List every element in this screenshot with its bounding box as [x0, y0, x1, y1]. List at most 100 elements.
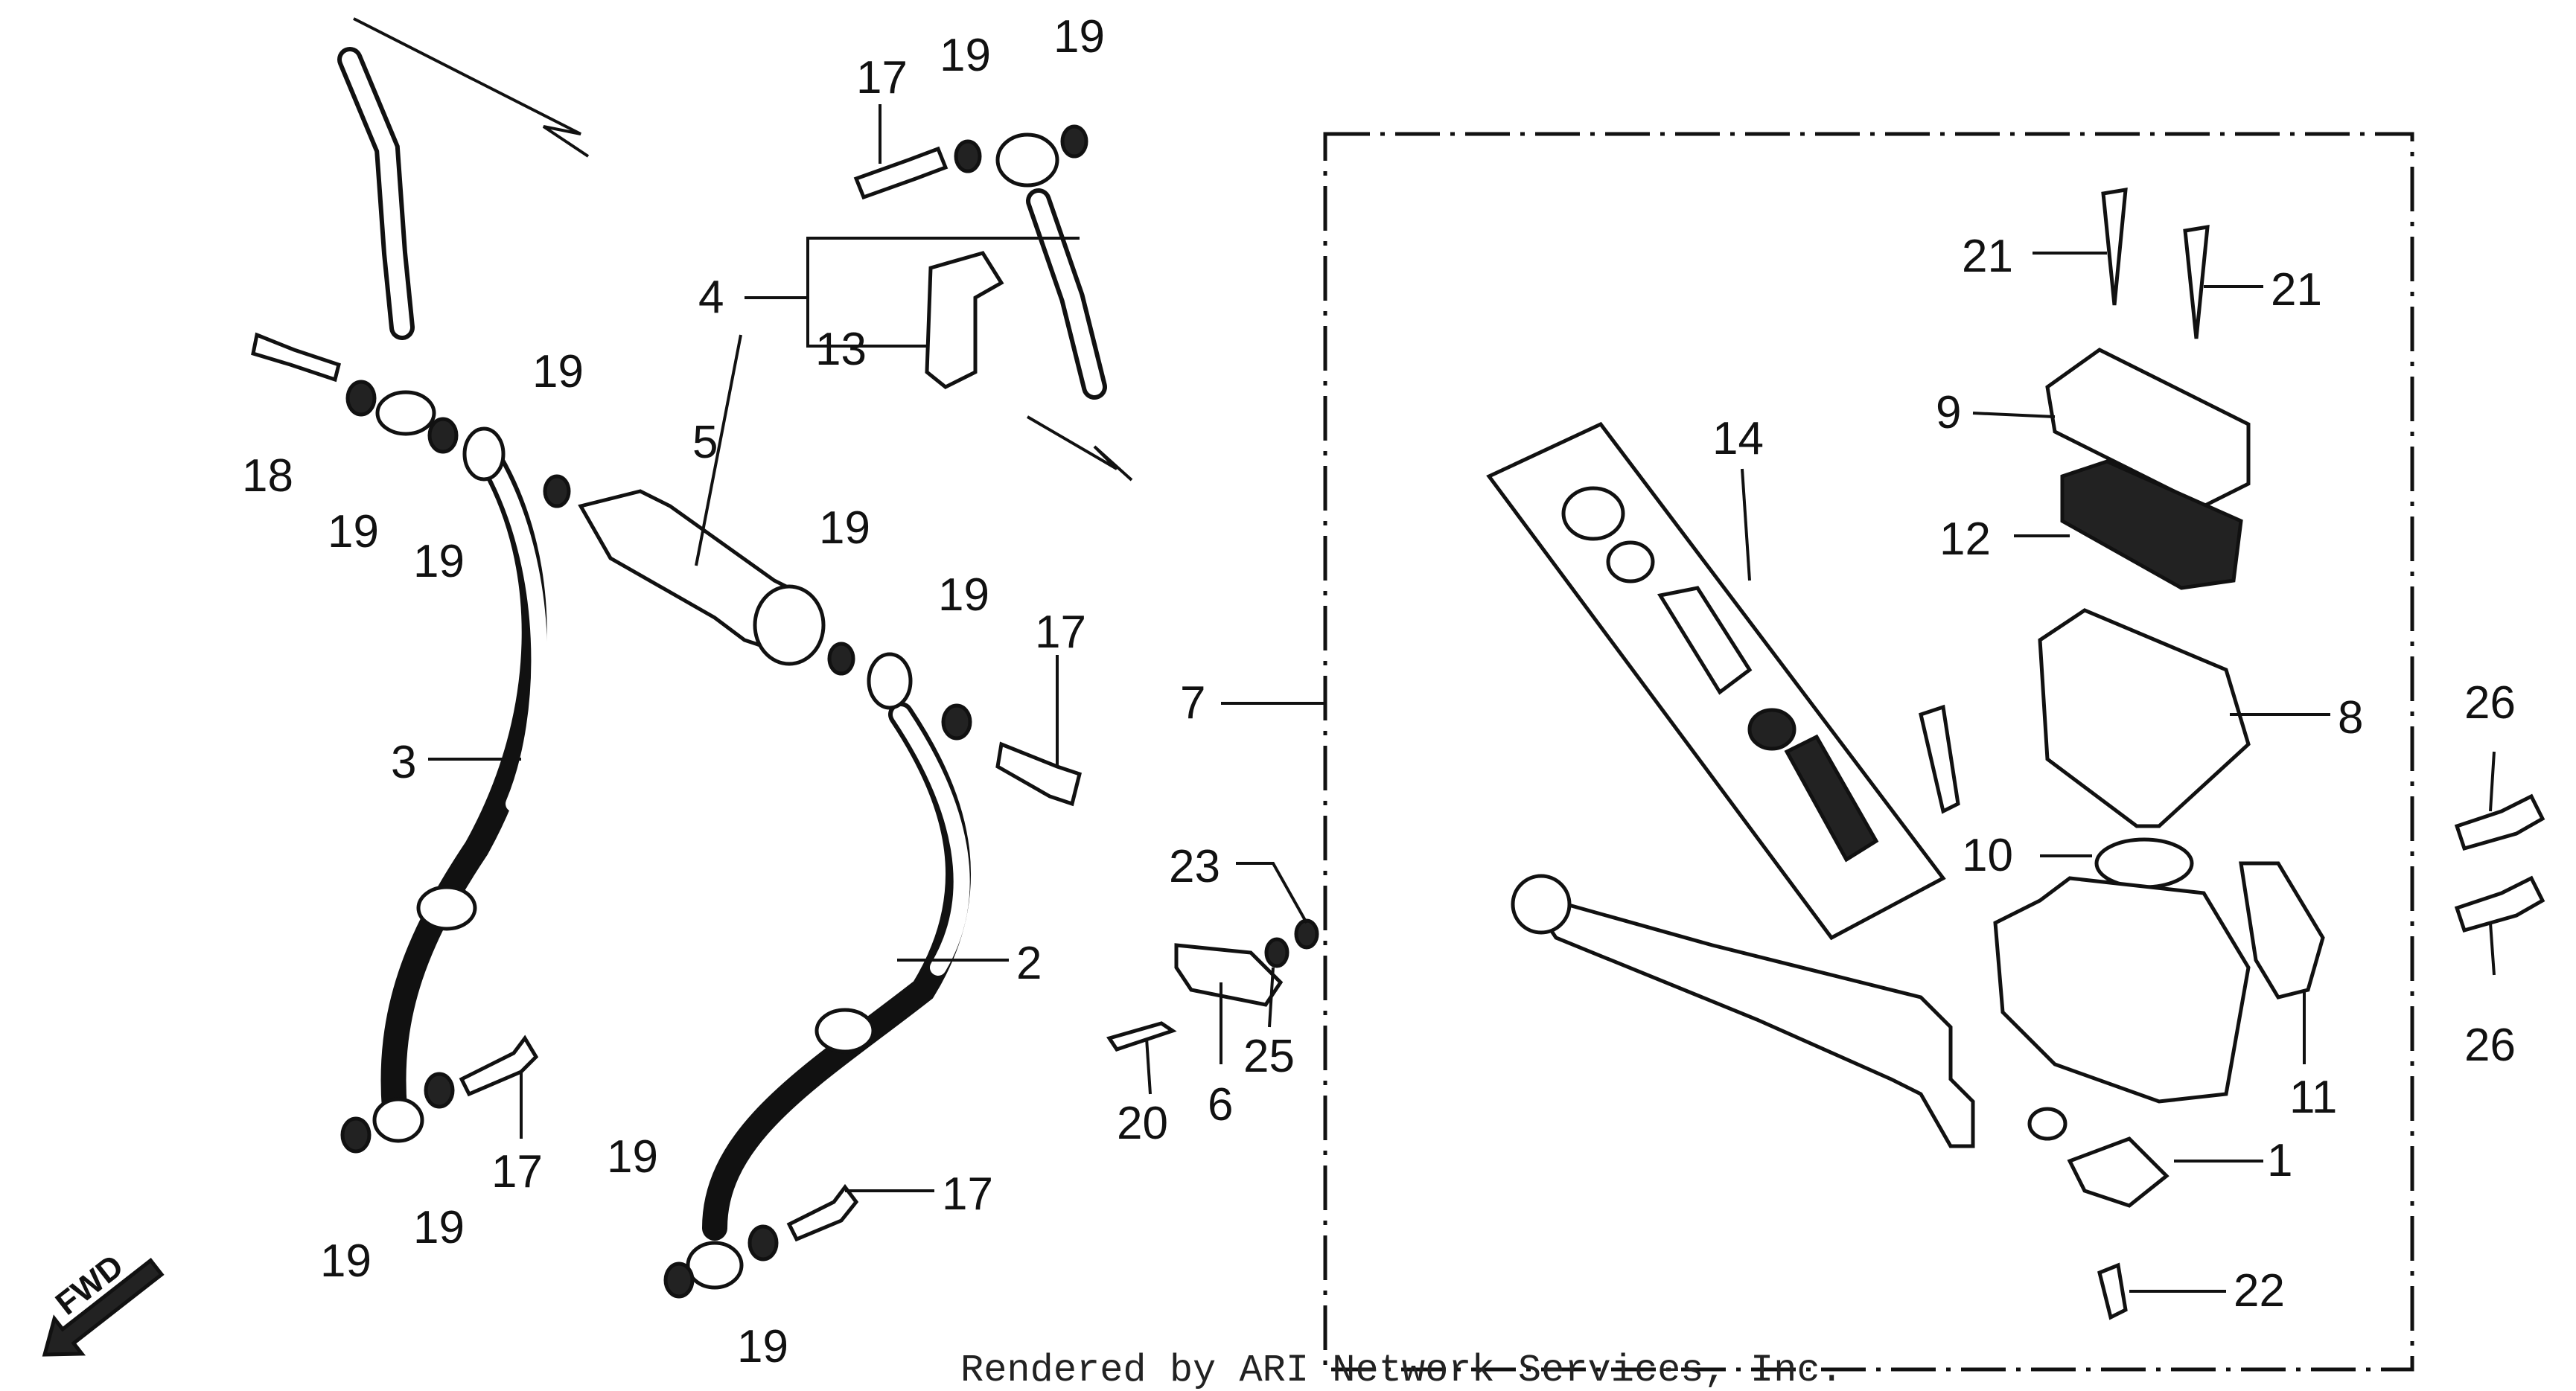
leader-lines [428, 104, 2496, 1293]
bolt-26-upper [2454, 793, 2545, 851]
hose-2-top-fitting [867, 652, 913, 710]
bolt-26-lower [2454, 875, 2545, 933]
callout-13: 13 [815, 324, 867, 375]
callout-6: 6 [1208, 1079, 1233, 1131]
brake-switch-1 [2067, 1136, 2169, 1208]
callout-19-g: 19 [1053, 11, 1105, 63]
hose-4-banjo [995, 132, 1059, 188]
callout-26-lower: 26 [2464, 1020, 2516, 1071]
holder-6 [1174, 943, 1284, 1007]
callout-19-d: 19 [819, 502, 870, 554]
brake-hose-2-inner [893, 706, 970, 976]
nut-near-switch [2027, 1107, 2068, 1141]
callout-21-left: 21 [1962, 231, 2013, 282]
washer-19e [543, 474, 571, 508]
forward-direction-indicator: FWD [42, 1247, 165, 1357]
hose-3-collar [416, 885, 477, 931]
boot-13 [925, 251, 1004, 389]
upper-hose-inner [342, 51, 410, 336]
callout-19-i: 19 [413, 1202, 465, 1253]
bolt-17-lower-right [786, 1183, 859, 1242]
callout-22: 22 [2234, 1265, 2285, 1317]
hose-3-bottom-fitting [372, 1097, 424, 1143]
callout-11: 11 [2289, 1072, 2337, 1123]
washer-19f [827, 642, 855, 676]
bolt-17-lower-left [459, 1035, 539, 1097]
callout-26-upper: 26 [2464, 677, 2516, 729]
pivot-bolt [1919, 704, 1960, 814]
brake-hose-2 [702, 702, 971, 1241]
master-cylinder-assembly-box [1323, 132, 2414, 1372]
callout-25: 25 [1243, 1031, 1295, 1082]
callout-9: 9 [1936, 387, 1961, 438]
render-credit: Rendered by ARI Network Services, Inc. [960, 1349, 1843, 1391]
callout-10: 10 [1962, 830, 2013, 881]
callout-17-middle: 17 [1035, 607, 1086, 658]
reservoir-cap-9 [2045, 348, 2251, 508]
washer-19d [424, 1072, 455, 1109]
callout-14: 14 [1712, 413, 1764, 464]
callout-19-a: 19 [328, 506, 379, 557]
piston-seal [1747, 708, 1796, 751]
callout-12: 12 [1939, 514, 1991, 565]
piston-cup-b [1606, 540, 1655, 583]
brake-hose-3-inner [483, 453, 548, 812]
callout-17-lower-right: 17 [942, 1168, 993, 1220]
callout-7: 7 [1180, 677, 1205, 729]
callout-19-h: 19 [320, 1235, 372, 1287]
callout-3: 3 [391, 737, 416, 788]
callout-18: 18 [242, 450, 293, 502]
callout-19-j: 19 [607, 1131, 658, 1183]
hose-4-inner [1030, 193, 1103, 395]
washer-19a [345, 380, 377, 417]
callout-2: 2 [1016, 938, 1042, 989]
piston [1657, 586, 1753, 695]
washer-19c [340, 1116, 372, 1154]
screw-21-right [2183, 224, 2210, 339]
hose-2-collar [814, 1008, 876, 1054]
pipe-5-joint [753, 584, 826, 666]
bolt-18 [251, 332, 341, 383]
washer-19j [954, 139, 982, 173]
callout-19-k: 19 [737, 1321, 788, 1372]
washer-19g [663, 1262, 695, 1299]
brake-lever [1522, 889, 1975, 1148]
callout-21-right: 21 [2271, 264, 2322, 316]
hose-4-pointer-line [1026, 415, 1133, 482]
lever-ball-end [1511, 874, 1572, 935]
piston-spring [1784, 734, 1879, 863]
screw-22 [2097, 1262, 2128, 1320]
screw-21-left [2101, 187, 2128, 306]
forward-arrow-icon [42, 1258, 165, 1357]
washer-19h [747, 1224, 779, 1262]
bolt-17-top [853, 146, 949, 200]
callout-17-top: 17 [856, 52, 908, 103]
bolt-20 [1106, 1021, 1177, 1052]
piston-cup-a [1561, 486, 1625, 541]
diaphragm-12 [2060, 459, 2243, 590]
callout-5: 5 [692, 417, 718, 468]
callout-19-e: 19 [938, 569, 989, 621]
callout-4: 4 [698, 272, 724, 323]
callout-17-lower-left: 17 [491, 1146, 543, 1197]
callout-1: 1 [2267, 1135, 2292, 1186]
callout-8: 8 [2338, 692, 2363, 744]
hose-2-bottom-fitting [686, 1241, 744, 1290]
bolt-17-middle [995, 741, 1082, 807]
nut-23 [1294, 918, 1319, 950]
callout-19-c: 19 [532, 346, 584, 397]
clamp-11 [2239, 861, 2325, 1000]
washer-25 [1264, 937, 1289, 968]
upper-pointer-line [353, 17, 590, 158]
o-ring-10 [2094, 837, 2194, 889]
washer-19b [427, 417, 459, 454]
washer-19i [941, 703, 972, 741]
hose-3-top-fitting [462, 426, 506, 482]
washer-19k [1060, 124, 1088, 159]
cylinder-body [1993, 876, 2251, 1104]
banjo-fitting-left [375, 390, 436, 436]
callout-19-f: 19 [940, 30, 991, 81]
callout-20: 20 [1117, 1098, 1168, 1149]
callout-19-b: 19 [413, 536, 465, 587]
